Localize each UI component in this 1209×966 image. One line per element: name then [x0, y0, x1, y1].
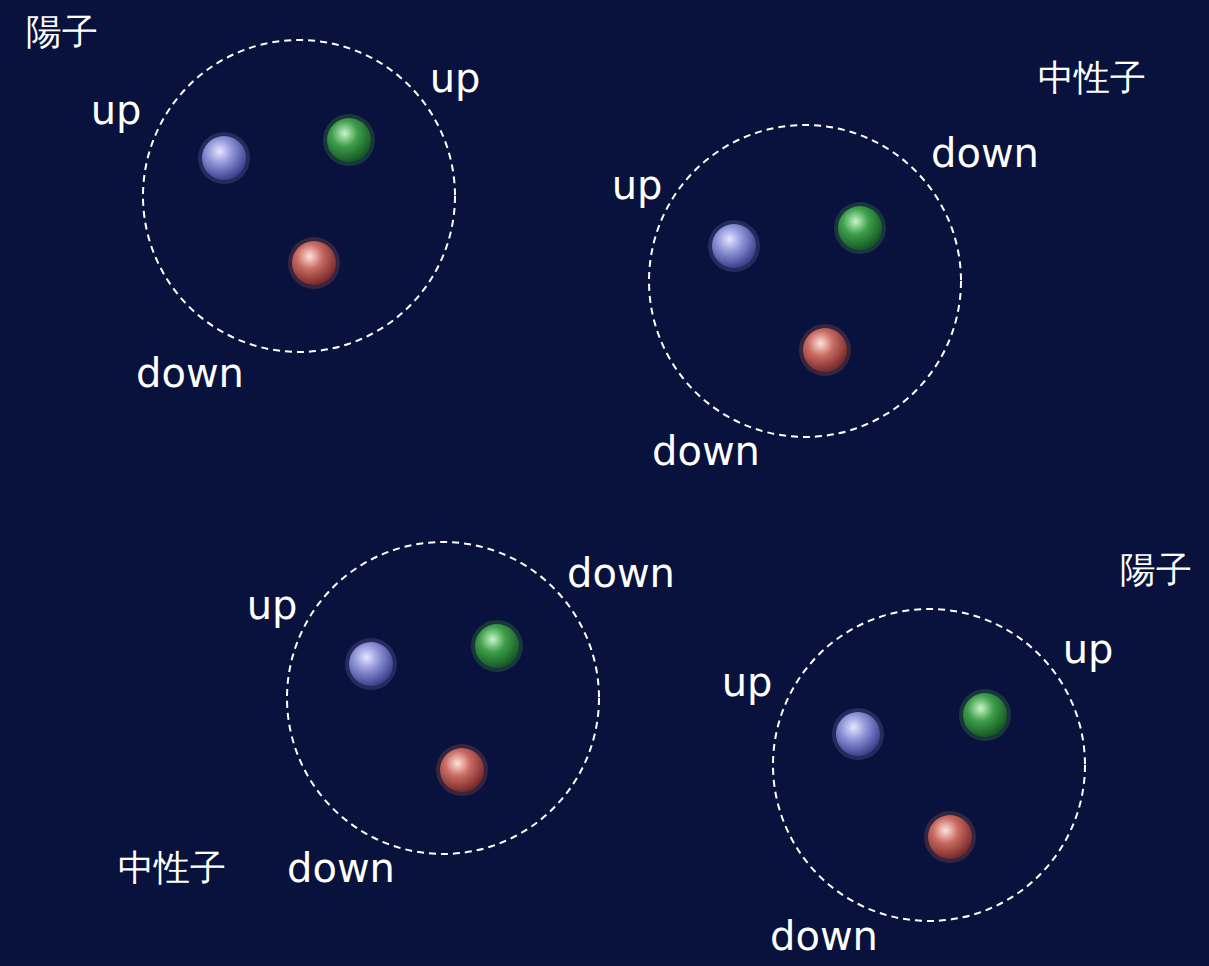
dashed-outline	[142, 39, 456, 353]
particle-label: 陽子	[1120, 552, 1192, 588]
dashed-outline	[648, 124, 962, 438]
glow	[799, 324, 851, 376]
particle-label: 中性子	[118, 850, 226, 886]
particle-circle: 中性子downupdown	[648, 124, 962, 438]
glow	[436, 744, 488, 796]
blue-quark	[202, 136, 246, 180]
quark-label: down	[652, 431, 760, 471]
quark-label: down	[136, 353, 244, 393]
particle-circle: 陽子upupdown	[772, 608, 1086, 922]
quark-label: up	[1063, 629, 1114, 669]
particle-label: 陽子	[26, 14, 98, 50]
particle-circle: 陽子upupdown	[142, 39, 456, 353]
glow	[323, 114, 375, 166]
dashed-outline	[286, 541, 600, 855]
green-quark	[475, 624, 519, 668]
particle-label: 中性子	[1038, 60, 1146, 96]
green-quark	[838, 206, 882, 250]
quark-label: up	[247, 585, 298, 625]
blue-quark	[349, 642, 393, 686]
quark-label: up	[430, 58, 481, 98]
blue-quark	[712, 224, 756, 268]
quark-spheres	[198, 114, 1011, 863]
quark-label: down	[770, 916, 878, 956]
quark-label: up	[612, 165, 663, 205]
glow	[345, 638, 397, 690]
red-quark	[928, 815, 972, 859]
red-quark	[803, 328, 847, 372]
dashed-outline	[772, 608, 1086, 922]
glow	[924, 811, 976, 863]
glow	[832, 708, 884, 760]
blue-quark	[836, 712, 880, 756]
red-quark	[440, 748, 484, 792]
quark-label: down	[931, 133, 1039, 173]
circle-border	[773, 609, 1085, 921]
glow	[288, 237, 340, 289]
glow	[708, 220, 760, 272]
circle-border	[649, 125, 961, 437]
red-quark	[292, 241, 336, 285]
circle-border	[143, 40, 455, 352]
green-quark	[963, 693, 1007, 737]
quark-label: up	[91, 90, 142, 130]
circle-border	[287, 542, 599, 854]
quark-label: down	[287, 848, 395, 888]
glow	[198, 132, 250, 184]
glow	[834, 202, 886, 254]
quark-label: down	[567, 553, 675, 593]
particle-circle: downup中性子down	[286, 541, 600, 855]
glow	[959, 689, 1011, 741]
quark-label: up	[722, 662, 773, 702]
green-quark	[327, 118, 371, 162]
glow	[471, 620, 523, 672]
